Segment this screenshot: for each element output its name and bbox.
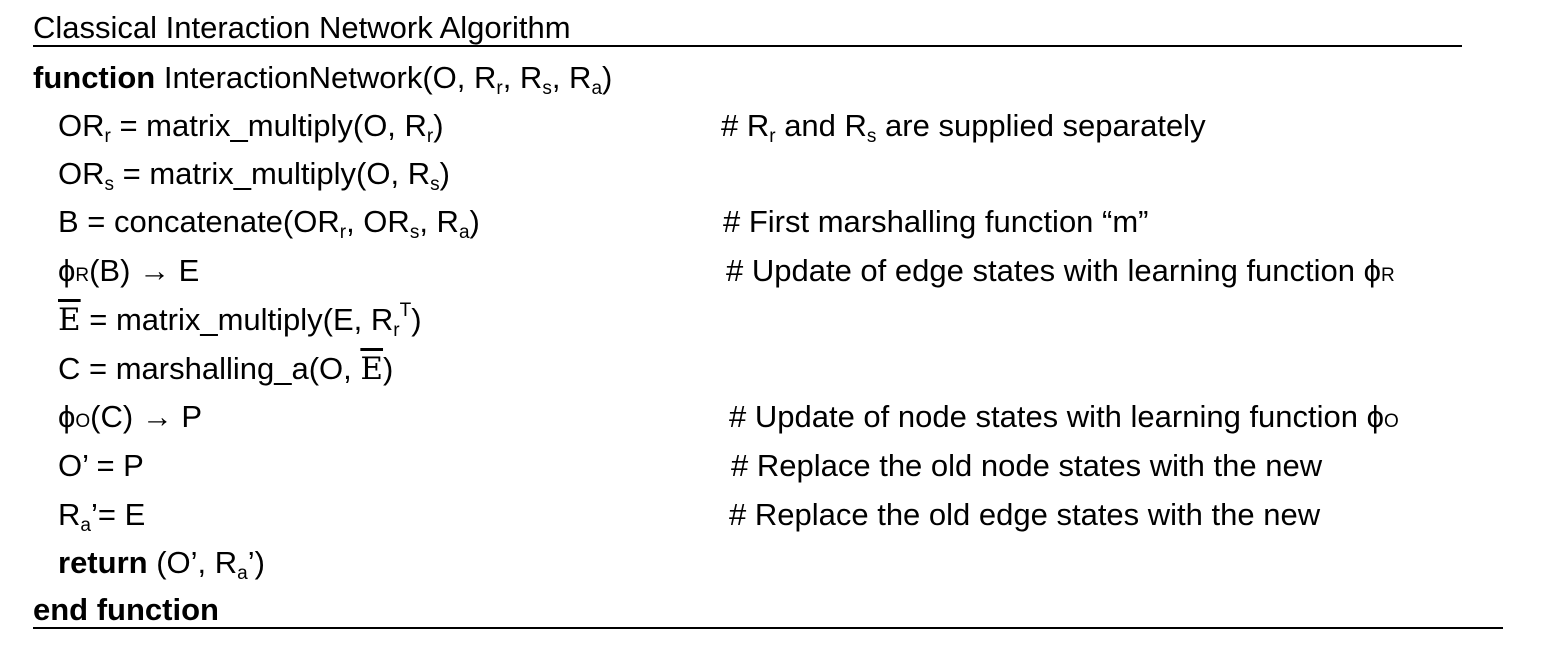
superscript: T bbox=[399, 300, 412, 321]
subscript: a bbox=[80, 515, 91, 536]
line-marshalling-a: C = marshalling_a(O, E) bbox=[58, 351, 393, 387]
comment-line-9: # Replace the old node states with the n… bbox=[731, 448, 1323, 483]
comment-text: and R bbox=[775, 108, 867, 143]
comment-text: are supplied separately bbox=[876, 108, 1206, 143]
code-text: , OR bbox=[346, 204, 410, 239]
code-text: ) bbox=[411, 302, 422, 337]
subscript: r bbox=[339, 222, 347, 243]
code-text: ) bbox=[383, 351, 394, 386]
comment-line-10: # Replace the old edge states with the n… bbox=[729, 497, 1321, 532]
code-text: = matrix_multiply(E, R bbox=[80, 302, 394, 337]
top-rule bbox=[33, 45, 1462, 47]
code-text: ) bbox=[439, 156, 450, 191]
phi-symbol: ϕ bbox=[58, 253, 76, 288]
line-ra-prime: Ra’= E bbox=[58, 497, 146, 536]
subscript: O bbox=[1384, 411, 1399, 432]
subscript: R bbox=[1381, 265, 1395, 286]
code-text: = matrix_multiply(O, R bbox=[114, 156, 431, 191]
subscript: a bbox=[458, 222, 470, 243]
code-text: R bbox=[58, 497, 81, 532]
line-function-signature: function InteractionNetwork(O, Rr, Rs, R… bbox=[33, 60, 613, 99]
subscript: s bbox=[866, 126, 877, 147]
subscript: r bbox=[393, 320, 400, 341]
subscript: O bbox=[75, 411, 91, 432]
e-bar-symbol: E bbox=[58, 302, 81, 338]
code-text: ) bbox=[433, 108, 444, 143]
keyword-function: function bbox=[33, 60, 156, 95]
comment-line-5: # Update of edge states with learning fu… bbox=[726, 253, 1395, 294]
code-text: (O’, R bbox=[147, 545, 238, 580]
comment-line-2: # Rr and Rs are supplied separately bbox=[721, 108, 1206, 147]
keyword-return: return bbox=[58, 545, 148, 580]
keyword-end-function: end function bbox=[33, 592, 219, 627]
algorithm-title: Classical Interaction Network Algorithm bbox=[33, 10, 571, 45]
bottom-rule bbox=[33, 627, 1503, 629]
subscript: r bbox=[426, 126, 434, 147]
code-text: ) bbox=[469, 204, 480, 239]
code-text: ’= E bbox=[90, 497, 146, 532]
code-text: ) bbox=[602, 60, 613, 95]
line-concatenate: B = concatenate(ORr, ORs, Ra) bbox=[58, 204, 480, 243]
subscript: r bbox=[104, 126, 111, 147]
function-name: InteractionNetwork(O, R bbox=[163, 60, 497, 95]
comment-text: # Update of node states with learning fu… bbox=[729, 399, 1384, 434]
code-text: OR bbox=[58, 156, 105, 191]
subscript: s bbox=[542, 78, 552, 99]
phi-symbol: ϕ bbox=[58, 399, 76, 434]
line-ebar-multiply: E = matrix_multiply(E, RrT) bbox=[58, 300, 422, 341]
line-phi-o: ϕO(C) → P bbox=[58, 399, 202, 440]
subscript: s bbox=[430, 174, 440, 195]
comment-line-4: # First marshalling function “m” bbox=[723, 204, 1149, 239]
comment-text: # R bbox=[721, 108, 770, 143]
subscript: r bbox=[769, 126, 776, 147]
code-text: = matrix_multiply(O, R bbox=[110, 108, 427, 143]
line-phi-r: ϕR(B) → E bbox=[58, 253, 199, 294]
line-return: return (O’, Ra’) bbox=[58, 545, 265, 584]
comment-text: # Update of edge states with learning fu… bbox=[726, 253, 1381, 288]
line-or-r: ORr = matrix_multiply(O, Rr) bbox=[58, 108, 444, 147]
line-o-prime: O’ = P bbox=[58, 448, 144, 483]
line-end-function: end function bbox=[33, 592, 219, 628]
code-text: (C) → P bbox=[90, 399, 203, 434]
code-text: , R bbox=[502, 60, 543, 95]
code-text: , R bbox=[419, 204, 459, 239]
subscript: a bbox=[237, 563, 248, 584]
code-text: (B) → E bbox=[89, 253, 200, 288]
subscript: r bbox=[496, 78, 503, 99]
subscript: a bbox=[591, 78, 603, 99]
subscript: R bbox=[75, 265, 90, 286]
code-text: , R bbox=[551, 60, 592, 95]
subscript: s bbox=[104, 174, 115, 195]
code-text: OR bbox=[58, 108, 105, 143]
e-bar-symbol: E bbox=[360, 351, 384, 387]
comment-line-8: # Update of node states with learning fu… bbox=[729, 399, 1399, 440]
code-text: C = marshalling_a(O, bbox=[58, 351, 361, 386]
code-text: ’) bbox=[247, 545, 265, 580]
line-or-s: ORs = matrix_multiply(O, Rs) bbox=[58, 156, 450, 195]
code-text: B = concatenate(OR bbox=[58, 204, 340, 239]
subscript: s bbox=[409, 222, 420, 243]
